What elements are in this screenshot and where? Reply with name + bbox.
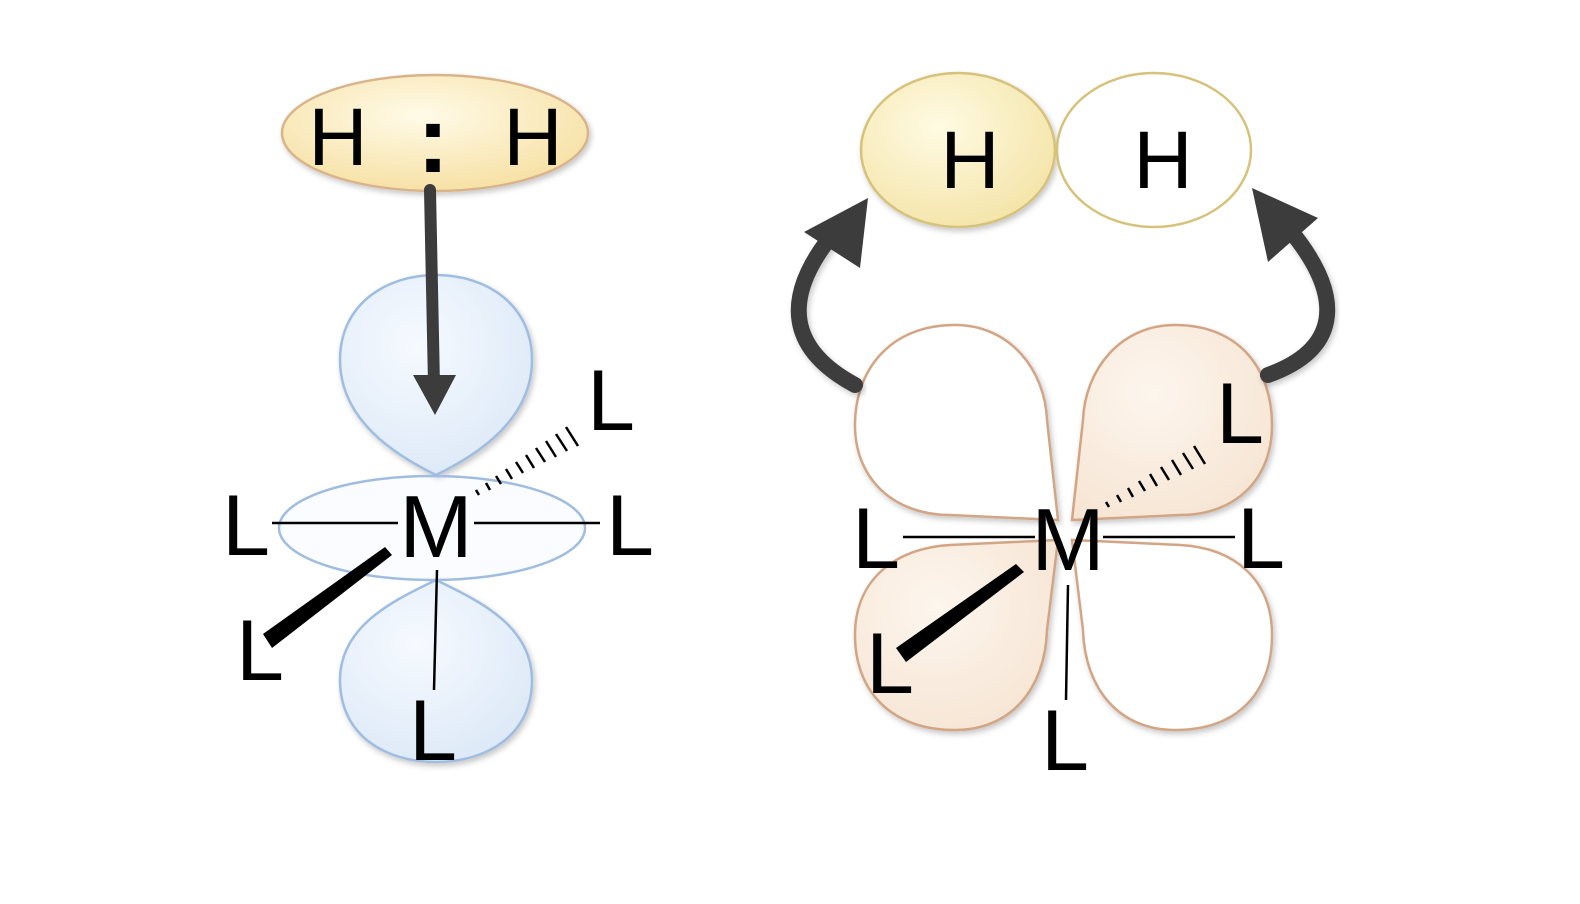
ligand-bottom-label: L <box>409 683 457 779</box>
backdonation-arrow-left <box>790 198 868 393</box>
hashed-bond-back <box>474 426 580 496</box>
d-orbital-lobe-lower-left <box>853 538 1060 732</box>
sigma-donation-arrow <box>413 184 456 415</box>
ligand-back-label: L <box>1216 366 1264 462</box>
h-atom-left-orbital <box>859 71 1057 229</box>
h-left-atom-label: H <box>940 115 999 206</box>
metal-label: M <box>1031 490 1104 589</box>
wedge-bond-front <box>896 564 1024 662</box>
ligand-bottom-label: L <box>1041 693 1089 789</box>
ligand-back-label: L <box>587 353 635 449</box>
ligand-front-label: L <box>866 616 914 712</box>
backdonation-arrow-right <box>1252 188 1336 383</box>
ligand-left-label: L <box>222 478 270 574</box>
d-orbital-lobe-upper-left <box>853 323 1060 522</box>
sigma-orbital-torus <box>277 474 587 582</box>
ligand-left-label: L <box>852 491 900 587</box>
d-orbital-lobe-upper-right <box>1070 323 1274 522</box>
h-atom-right-orbital <box>1055 71 1253 229</box>
bond-m-l-bottom <box>1064 584 1070 701</box>
ligand-front-label: L <box>236 603 284 699</box>
hashed-bond-back <box>1104 445 1207 508</box>
sigma-orbital-lower-lobe <box>338 578 534 764</box>
left-panel-sigma-donation: H : H M L L L L L <box>222 73 654 779</box>
ligand-right-label: L <box>1237 491 1285 587</box>
wedge-bond-front <box>263 547 392 648</box>
h2-bond-pair-colon: : <box>417 86 449 193</box>
h-right-atom-label: H <box>1133 115 1192 206</box>
h2-left-atom-label: H <box>308 92 367 183</box>
bond-m-l-bottom <box>432 569 439 691</box>
d-orbital-lobe-lower-right <box>1070 538 1274 732</box>
ligand-right-label: L <box>606 478 654 574</box>
h2-right-atom-label: H <box>503 92 562 183</box>
metal-label: M <box>399 477 472 576</box>
right-panel-pi-backdonation: H H M L L L L L <box>790 71 1336 789</box>
